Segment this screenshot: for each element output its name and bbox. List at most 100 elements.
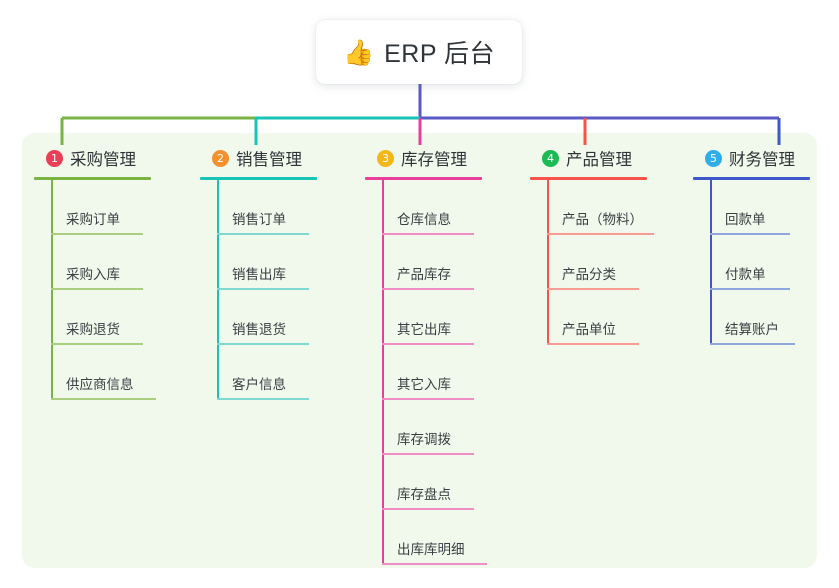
branch-column: 1 采购管理采购订单采购入库采购退货供应商信息 <box>34 146 156 400</box>
branch-spine <box>51 180 53 400</box>
branch-column: 2 销售管理销售订单销售出库销售退货客户信息 <box>200 146 317 400</box>
branch-title: 销售管理 <box>236 151 302 169</box>
branch-item[interactable]: 仓库信息 <box>382 180 482 235</box>
branch-item[interactable]: 付款单 <box>710 235 810 290</box>
branch-item-label: 出库库明细 <box>397 541 465 557</box>
branch-underline <box>693 177 810 180</box>
branch-header[interactable]: 2 销售管理 <box>200 146 317 170</box>
branch-item-label: 采购入库 <box>66 266 120 282</box>
branch-item[interactable]: 库存盘点 <box>382 455 482 510</box>
branch-item[interactable]: 客户信息 <box>217 345 317 400</box>
branch-item-underline <box>382 508 474 510</box>
root-node[interactable]: 👍 ERP 后台 <box>316 20 522 84</box>
branch-item-list: 采购订单采购入库采购退货供应商信息 <box>34 180 156 400</box>
branch-underline <box>200 177 317 180</box>
branch-item-label: 结算账户 <box>725 321 779 337</box>
branch-item-list: 仓库信息产品库存其它出库其它入库库存调拨库存盘点出库库明细 <box>365 180 487 565</box>
branch-item-underline <box>547 233 654 235</box>
root-node-title: ERP 后台 <box>384 40 496 68</box>
branch-spine <box>710 180 712 345</box>
branch-item-underline <box>382 563 487 565</box>
branches-panel <box>22 133 817 568</box>
branch-item-underline <box>710 288 790 290</box>
branch-item-underline <box>382 288 474 290</box>
branch-item-label: 付款单 <box>725 266 766 282</box>
branch-number-badge: 3 <box>377 149 394 167</box>
branch-item-label: 其它入库 <box>397 376 451 392</box>
branch-item-list: 销售订单销售出库销售退货客户信息 <box>200 180 317 400</box>
branch-item-underline <box>51 233 143 235</box>
branch-item-label: 客户信息 <box>232 376 286 392</box>
branch-item[interactable]: 回款单 <box>710 180 810 235</box>
branch-header[interactable]: 3 库存管理 <box>365 146 482 170</box>
branch-item-list: 回款单付款单结算账户 <box>693 180 810 345</box>
branch-item[interactable]: 采购订单 <box>51 180 151 235</box>
branch-item-label: 产品库存 <box>397 266 451 282</box>
branch-item-underline <box>382 233 474 235</box>
branch-item[interactable]: 其它入库 <box>382 345 482 400</box>
branch-item-underline <box>217 343 309 345</box>
branch-item[interactable]: 库存调拨 <box>382 400 482 455</box>
branch-item-label: 供应商信息 <box>66 376 134 392</box>
branch-item-label: 销售出库 <box>232 266 286 282</box>
branch-item[interactable]: 产品库存 <box>382 235 482 290</box>
branch-item-underline <box>217 233 309 235</box>
branch-item[interactable]: 销售出库 <box>217 235 317 290</box>
branch-item[interactable]: 销售订单 <box>217 180 317 235</box>
branch-item[interactable]: 结算账户 <box>710 290 810 345</box>
branch-underline <box>34 177 151 180</box>
branch-item-label: 回款单 <box>725 211 766 227</box>
branch-item-label: 产品单位 <box>562 321 616 337</box>
branch-item[interactable]: 产品单位 <box>547 290 647 345</box>
branch-item-underline <box>547 288 639 290</box>
branch-item[interactable]: 产品分类 <box>547 235 647 290</box>
branch-item-label: 仓库信息 <box>397 211 451 227</box>
branch-item[interactable]: 产品（物料） <box>547 180 654 235</box>
branch-number-badge: 2 <box>212 149 229 167</box>
branch-header[interactable]: 1 采购管理 <box>34 146 151 170</box>
branch-item-list: 产品（物料） 产品分类产品单位 <box>530 180 654 345</box>
branch-item[interactable]: 其它出库 <box>382 290 482 345</box>
branch-item-label: 其它出库 <box>397 321 451 337</box>
branch-item[interactable]: 采购入库 <box>51 235 151 290</box>
branch-number-badge: 5 <box>705 149 722 167</box>
branch-item[interactable]: 销售退货 <box>217 290 317 345</box>
branch-item-label: 销售订单 <box>232 211 286 227</box>
branch-item-underline <box>382 453 474 455</box>
branch-item-label: 库存调拨 <box>397 431 451 447</box>
branch-item-underline <box>382 343 474 345</box>
branch-item-label: 库存盘点 <box>397 486 451 502</box>
branch-spine <box>547 180 549 345</box>
branch-column: 4 产品管理产品（物料） 产品分类产品单位 <box>530 146 654 345</box>
branch-item-underline <box>710 233 790 235</box>
branch-item-underline <box>547 343 639 345</box>
thumbs-up-icon: 👍 <box>342 37 375 67</box>
branch-spine <box>217 180 219 400</box>
branch-spine <box>382 180 384 565</box>
branch-title: 产品管理 <box>566 151 632 169</box>
branch-item-underline <box>217 398 309 400</box>
branch-column: 5 财务管理回款单付款单结算账户 <box>693 146 810 345</box>
branch-item[interactable]: 采购退货 <box>51 290 151 345</box>
branch-number-badge: 4 <box>542 149 559 167</box>
branch-item-label: 产品分类 <box>562 266 616 282</box>
branch-column: 3 库存管理仓库信息产品库存其它出库其它入库库存调拨库存盘点出库库明细 <box>365 146 487 565</box>
branch-title: 财务管理 <box>729 151 795 169</box>
branch-item-underline <box>51 288 143 290</box>
branch-header[interactable]: 4 产品管理 <box>530 146 647 170</box>
branch-item-underline <box>51 398 156 400</box>
branch-number-badge: 1 <box>46 149 63 167</box>
branch-item-label: 产品（物料） <box>562 211 643 227</box>
branch-item-underline <box>51 343 143 345</box>
branch-item-underline <box>710 343 795 345</box>
branch-item[interactable]: 出库库明细 <box>382 510 487 565</box>
branch-item[interactable]: 供应商信息 <box>51 345 156 400</box>
branch-title: 库存管理 <box>401 151 467 169</box>
branch-item-label: 销售退货 <box>232 321 286 337</box>
branch-underline <box>365 177 482 180</box>
branch-title: 采购管理 <box>70 151 136 169</box>
branch-item-underline <box>382 398 474 400</box>
branch-header[interactable]: 5 财务管理 <box>693 146 810 170</box>
